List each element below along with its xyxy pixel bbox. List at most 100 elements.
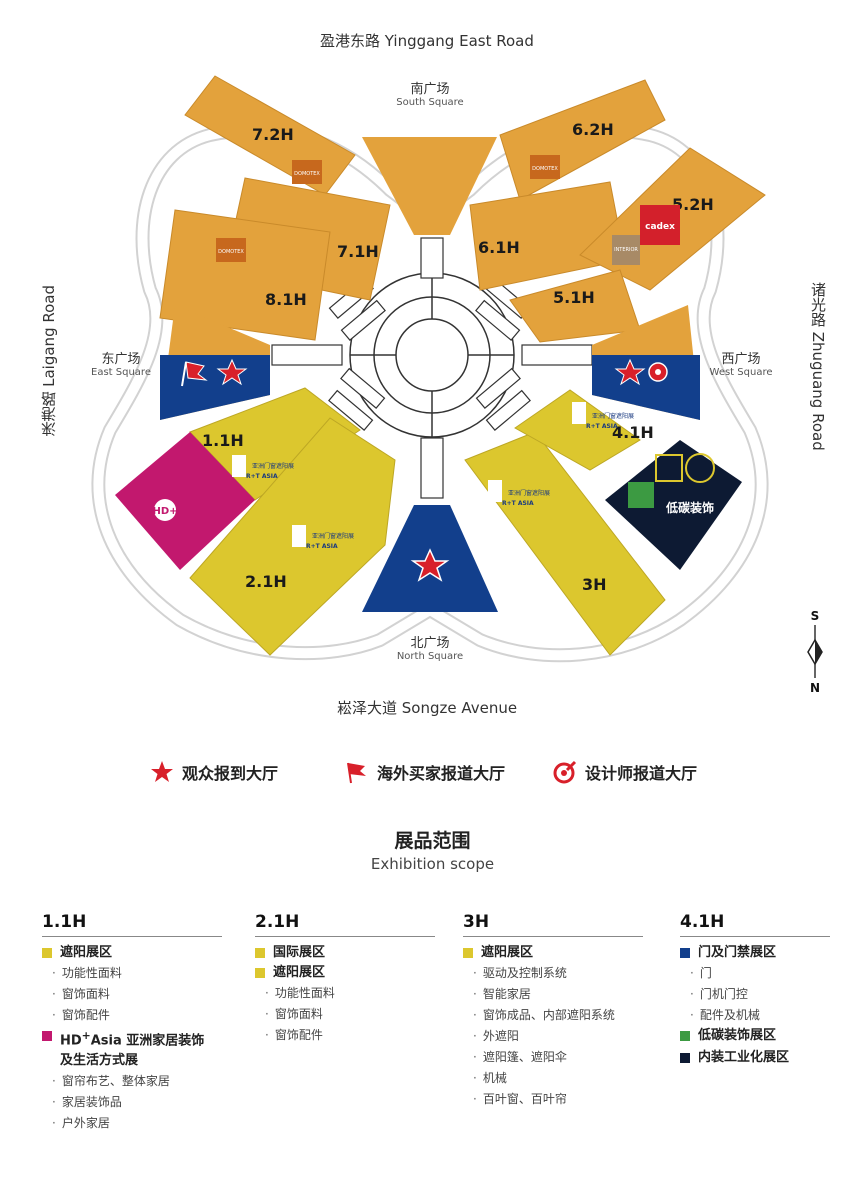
west-square-plaza [592, 355, 700, 420]
svg-text:低碳装饰: 低碳装饰 [665, 500, 714, 515]
star-icon [151, 761, 173, 782]
legend-designer: 设计师报道大厅 [553, 760, 697, 784]
list-item: 外遮阳 [463, 1026, 643, 1047]
hall-4-1h-label: 4.1H [612, 423, 654, 442]
svg-text:R+T ASIA: R+T ASIA [306, 543, 338, 550]
scope-column-4-1h: 4.1H 门及门禁展区 门 门机门控 配件及机械 低碳装饰展区 内装工业化展区 [680, 912, 830, 1068]
rt-asia-logo-3: 亚洲门窗遮阳展 R+T ASIA [488, 480, 550, 507]
rt-asia-logo-4: 亚洲门窗遮阳展 R+T ASIA [572, 402, 634, 430]
cadex-logo: cadex [640, 205, 680, 245]
domotex-logo-2: DOMOTEX [216, 238, 246, 262]
category-shading: 遮阳展区 [463, 943, 643, 963]
list-item: 户外家居 [42, 1113, 222, 1134]
domotex-logo-3: DOMOTEX [530, 155, 560, 179]
hall-5-2h-label: 5.2H [672, 195, 714, 214]
scope-title: 展品范围 [394, 830, 471, 852]
svg-text:HD+: HD+ [152, 506, 177, 517]
yellow-swatch [255, 968, 265, 978]
list-item: 百叶窗、百叶帘 [463, 1089, 643, 1110]
hall-5-1h-label: 5.1H [553, 288, 595, 307]
lowcarbon-logo: 低碳装饰 [628, 453, 715, 515]
flag-icon [347, 762, 366, 784]
svg-text:DOMOTEX: DOMOTEX [294, 171, 320, 177]
hall-1-1h-label: 1.1H [202, 431, 244, 450]
hall-6-1h-label: 6.1H [478, 238, 520, 257]
list-item: 门 [680, 963, 830, 984]
hall-8-1h-label: 8.1H [265, 290, 307, 309]
hall-4-1h-shape [514, 389, 641, 471]
hall-6-2h-label: 6.2H [572, 120, 614, 139]
svg-text:亚洲门窗遮阳展: 亚洲门窗遮阳展 [508, 489, 550, 497]
category-hd-asia: HD+Asia 亚洲家居装饰及生活方式展 [42, 1026, 222, 1071]
dark-swatch [680, 1053, 690, 1063]
svg-text:亚洲门窗遮阳展: 亚洲门窗遮阳展 [312, 532, 354, 540]
list-item: 智能家居 [463, 984, 643, 1005]
svg-text:cadex: cadex [645, 222, 675, 232]
list-item: 窗饰配件 [42, 1005, 222, 1026]
hall-7-1h-label: 7.1H [337, 242, 379, 261]
column-heading: 1.1H [42, 912, 222, 937]
hall-3h-label: 3H [582, 575, 607, 594]
svg-text:亚洲门窗遮阳展: 亚洲门窗遮阳展 [252, 462, 294, 470]
list-item: 功能性面料 [255, 983, 435, 1004]
hall-7-2h-label: 7.2H [252, 125, 294, 144]
svg-text:R+T ASIA: R+T ASIA [586, 423, 618, 430]
rt-asia-logo-1: 亚洲门窗遮阳展 R+T ASIA [232, 455, 294, 480]
list-item: 功能性面料 [42, 963, 222, 984]
compass: S N [807, 609, 823, 695]
svg-text:R+T ASIA: R+T ASIA [502, 500, 534, 507]
rt-asia-logo-2: 亚洲门窗遮阳展 R+T ASIA [292, 525, 354, 550]
lowcarbon-zone [605, 440, 742, 570]
list-item: 窗饰面料 [255, 1004, 435, 1025]
category-shading: 遮阳展区 [42, 943, 222, 963]
buyer-flag-east [181, 361, 208, 387]
hd-logo: HD+ [152, 499, 178, 521]
category-lowcarbon: 低碳装饰展区 [680, 1026, 830, 1046]
list-item: 配件及机械 [680, 1005, 830, 1026]
blue-swatch [680, 948, 690, 958]
road-south-label: 崧泽大道 Songze Avenue [337, 699, 518, 717]
east-square-label: 东广场 East Square [91, 352, 151, 378]
hall-2-1h-label: 2.1H [245, 572, 287, 591]
yellow-swatch [463, 948, 473, 958]
list-item: 遮阳篷、遮阳伞 [463, 1047, 643, 1068]
list-item: 机械 [463, 1068, 643, 1089]
compass-north-label: N [810, 681, 820, 695]
yellow-swatch [42, 948, 52, 958]
road-north-label: 盈港东路 Yinggang East Road [320, 32, 534, 50]
svg-text:亚洲门窗遮阳展: 亚洲门窗遮阳展 [592, 412, 634, 420]
designer-icon-west [648, 362, 668, 382]
scope-column-3h: 3H 遮阳展区 驱动及控制系统 智能家居 窗饰成品、内部遮阳系统 外遮阳 遮阳篷… [463, 912, 643, 1110]
hd-asia-zone [115, 432, 255, 570]
designer-icon [553, 760, 577, 784]
yellow-swatch [255, 948, 265, 958]
magenta-swatch [42, 1031, 52, 1041]
svg-text:R+T ASIA: R+T ASIA [246, 473, 278, 480]
svg-text:DOMOTEX: DOMOTEX [532, 166, 558, 172]
compass-south-label: S [811, 609, 820, 623]
north-square-label: 北广场 North Square [396, 636, 464, 662]
visitor-star-north [410, 548, 450, 582]
road-east-label: 诸光路 Zhuguang Road [809, 282, 827, 451]
list-item: 门机门控 [680, 984, 830, 1005]
column-heading: 2.1H [255, 912, 435, 937]
category-industrialized-interior: 内装工业化展区 [680, 1048, 830, 1068]
category-international: 国际展区 [255, 943, 435, 963]
south-square-plaza [362, 137, 497, 235]
svg-text:INTERIOR: INTERIOR [614, 247, 638, 253]
list-item: 窗帘布艺、整体家居 [42, 1071, 222, 1092]
green-swatch [680, 1031, 690, 1041]
visitor-star-east [216, 358, 248, 386]
hall-8-1h-shape [159, 209, 331, 341]
scope-subtitle: Exhibition scope [370, 855, 495, 873]
south-square-label: 南广场 South Square [396, 82, 464, 108]
venue-map: 7.2H 7.1H 8.1H 6.2H 6.1H 5.2H 5.1H 1.1H … [91, 75, 823, 695]
list-item: 驱动及控制系统 [463, 963, 643, 984]
category-doors: 门及门禁展区 [680, 943, 830, 963]
visitor-star-west [614, 358, 646, 386]
west-square-label: 西广场 West Square [709, 352, 773, 378]
column-heading: 4.1H [680, 912, 830, 937]
column-heading: 3H [463, 912, 643, 937]
domotex-logo-1: DOMOTEX [292, 160, 322, 184]
list-item: 窗饰成品、内部遮阳系统 [463, 1005, 643, 1026]
